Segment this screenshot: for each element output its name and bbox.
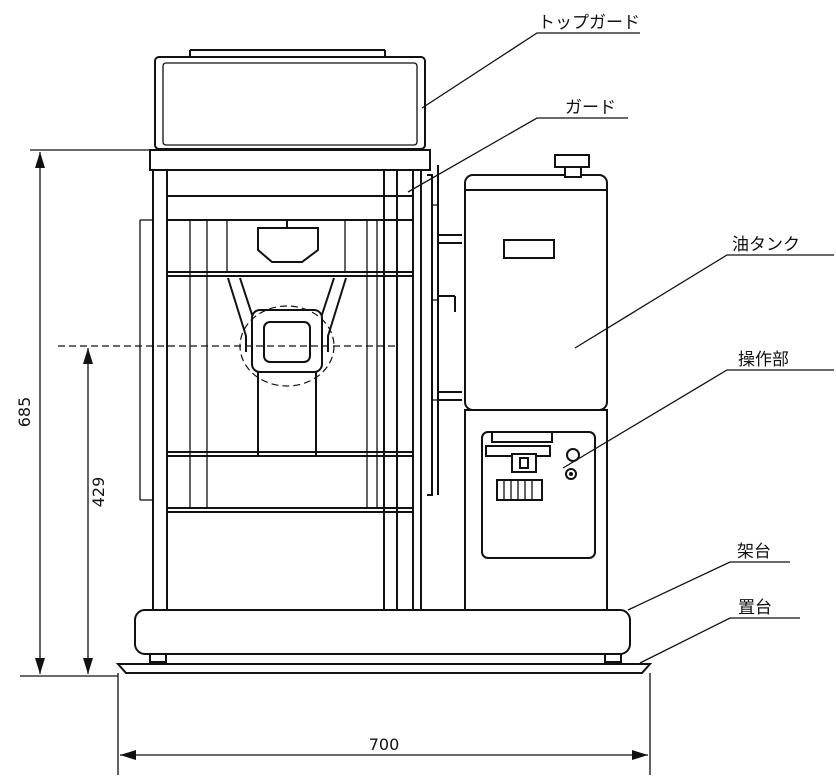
- operation-cabinet: [464, 409, 608, 611]
- main-frame: [139, 149, 431, 612]
- dimension-700: [117, 673, 651, 775]
- guard-mesh: [189, 220, 378, 508]
- label-guard: ガード: [565, 98, 616, 118]
- dimension-700-label: 700: [369, 735, 400, 754]
- leader-lines: [407, 32, 834, 664]
- top-guard: [154, 49, 426, 150]
- label-operation-unit: 操作部: [738, 350, 789, 370]
- dimension-429-label: 429: [89, 477, 108, 508]
- label-top-guard: トップガード: [538, 13, 640, 33]
- dimension-685: [20, 149, 150, 677]
- label-oil-tank: 油タンク: [732, 235, 800, 255]
- label-frame-base: 架台: [737, 542, 771, 562]
- dimension-429: [83, 348, 93, 674]
- side-guard: [427, 165, 462, 496]
- dimension-685-label: 685: [15, 397, 34, 428]
- center-mechanism: [227, 220, 347, 455]
- base-and-stand: [115, 609, 653, 674]
- label-stand: 置台: [738, 598, 772, 618]
- oil-tank-body: [464, 154, 608, 411]
